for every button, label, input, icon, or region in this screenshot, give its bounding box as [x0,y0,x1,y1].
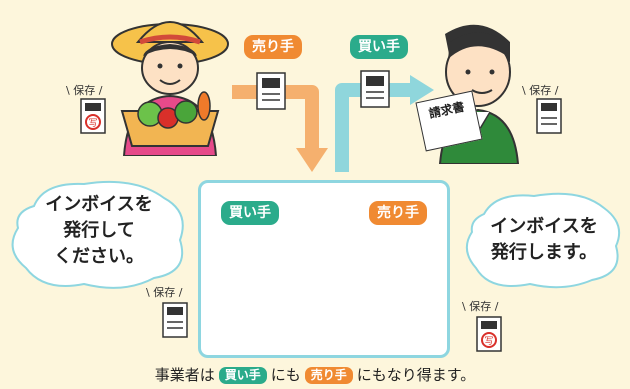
invoice-paper-title: 請求書 [427,99,466,121]
copy-document-icon: 写 [476,316,502,352]
caption: 事業者は買い手にも売り手にもなり得ます。 [0,364,630,385]
farmer-illustration [111,21,229,156]
hozon-label: \ 保存 / [146,286,183,299]
center-buyer-label: 買い手 [221,201,279,225]
buyer-arrowhead [410,75,434,105]
svg-text:写: 写 [484,336,493,347]
seller-arrowhead [296,148,328,172]
document-icon [256,72,286,110]
right-cloud-text: インボイスを 発行します。 [490,216,598,263]
left-cloud-text: インボイスを 発行して ください。 [45,194,153,267]
hozon-label: \ 保存 / [462,300,499,313]
document-icon [360,70,390,108]
svg-text:写: 写 [88,118,97,129]
business-box: 買い手 売り手 [198,180,450,358]
buyer-label: 買い手 [350,35,408,59]
copy-document-icon: 写 [80,98,106,134]
hozon-label: \ 保存 / [522,84,559,97]
caption-seller-chip: 売り手 [304,367,353,384]
document-icon [162,302,188,338]
caption-part3: にもなり得ます。 [356,366,476,384]
center-seller-label: 売り手 [369,201,427,225]
right-speech-cloud [465,192,620,289]
caption-part1: 事業者は [154,366,215,384]
document-icon [536,98,562,134]
caption-part2: にも [270,366,301,384]
seller-label: 売り手 [244,35,302,59]
left-speech-cloud [11,180,184,289]
caption-buyer-chip: 買い手 [218,367,267,384]
hozon-label: \ 保存 / [66,84,103,97]
